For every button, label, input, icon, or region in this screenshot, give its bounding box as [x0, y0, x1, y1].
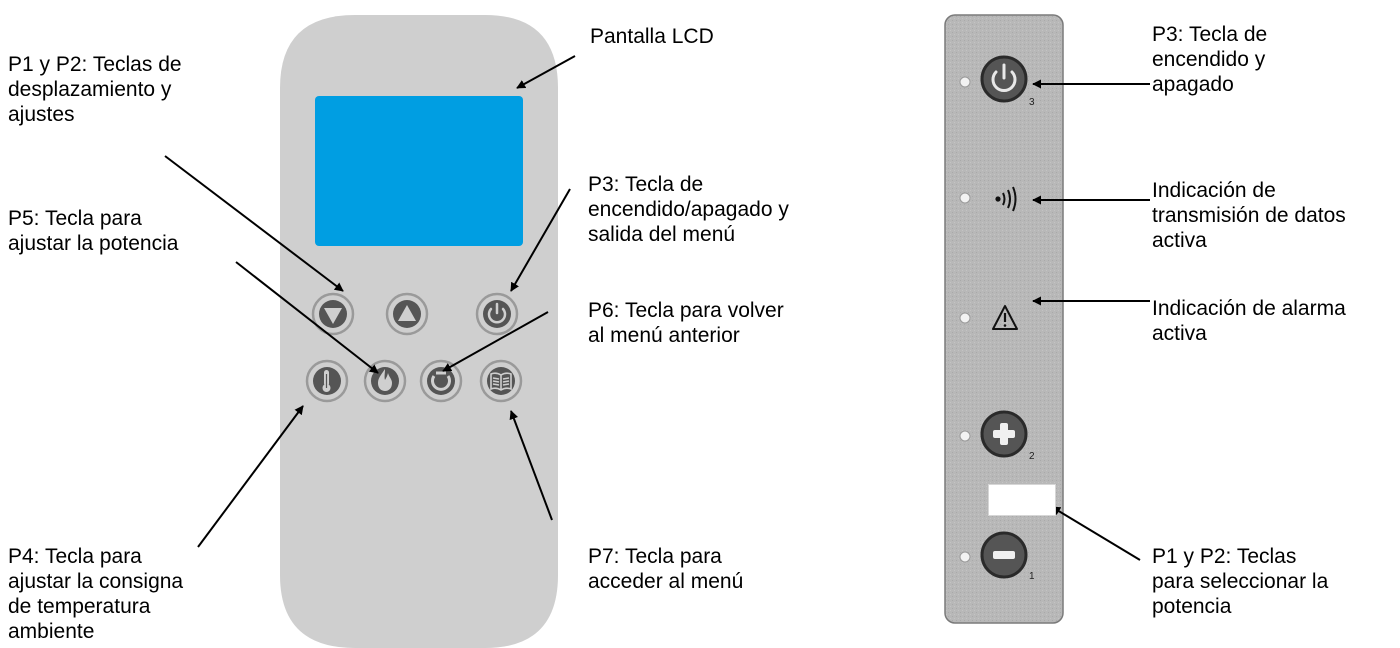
arrow-p6 [442, 311, 549, 372]
up-button[interactable] [385, 292, 429, 336]
label-panel-alarm: Indicación de alarma activa [1152, 297, 1346, 345]
flame-icon [378, 369, 392, 391]
panel-plus-number: 2 [1029, 451, 1035, 462]
arrow-p5 [235, 261, 379, 374]
arrow-panel-p1-p2 [1051, 506, 1141, 561]
triangle-up-icon [398, 305, 416, 321]
down-button[interactable] [311, 292, 355, 336]
label-lcd: Pantalla LCD [590, 25, 714, 48]
panel-plus-button[interactable] [980, 410, 1028, 458]
remote-control [280, 15, 558, 648]
temperature-button[interactable] [305, 359, 349, 403]
power-level-display-box [988, 484, 1056, 516]
back-button[interactable] [419, 359, 463, 403]
led-alarm [959, 312, 971, 324]
control-panel [944, 14, 1064, 624]
minus-icon [993, 551, 1015, 559]
arrow-p1-p2 [164, 155, 344, 292]
remote-arrows [164, 55, 576, 548]
label-remote-p5: P5: Tecla para ajustar la potencia [8, 207, 179, 255]
power-icon [991, 63, 1017, 92]
panel-power-number: 3 [1029, 97, 1035, 108]
plus-icon [993, 423, 1015, 445]
arrow-p7 [509, 410, 553, 521]
warning-icon [992, 305, 1018, 330]
label-remote-p3: P3: Tecla de encendido/apagado y salida … [588, 173, 789, 246]
menu-button[interactable] [479, 359, 523, 403]
led-plus [959, 430, 971, 442]
panel-arrows [1032, 79, 1150, 561]
panel-power-button[interactable] [980, 55, 1028, 103]
led-data [959, 192, 971, 204]
label-remote-p1-p2: P1 y P2: Teclas de desplazamiento y ajus… [8, 53, 182, 126]
arrow-p4 [197, 405, 304, 548]
wireless-signal-icon [995, 186, 1017, 212]
panel-minus-button[interactable] [980, 531, 1028, 579]
lcd-screen [315, 96, 523, 246]
panel-minus-number: 1 [1029, 571, 1035, 582]
label-panel-data: Indicación de transmisión de datos activ… [1152, 179, 1346, 252]
arrow-p3 [510, 188, 571, 292]
triangle-down-icon [324, 308, 342, 324]
label-panel-p3: P3: Tecla de encendido y apagado [1152, 23, 1268, 96]
label-remote-p7: P7: Tecla para acceder al menú [588, 545, 744, 593]
label-remote-p4: P4: Tecla para ajustar la consigna de te… [8, 545, 184, 643]
label-panel-p1-p2: P1 y P2: Teclas para seleccionar la pote… [1152, 545, 1329, 618]
led-minus [959, 551, 971, 563]
led-power [959, 76, 971, 88]
menu-book-icon [490, 372, 512, 391]
power-icon [487, 302, 507, 324]
back-circle-icon [431, 371, 451, 391]
arrow-lcd [516, 55, 576, 89]
thermometer-icon [322, 370, 331, 392]
power-button[interactable] [475, 292, 519, 336]
label-remote-p6: P6: Tecla para volver al menú anterior [588, 299, 784, 347]
